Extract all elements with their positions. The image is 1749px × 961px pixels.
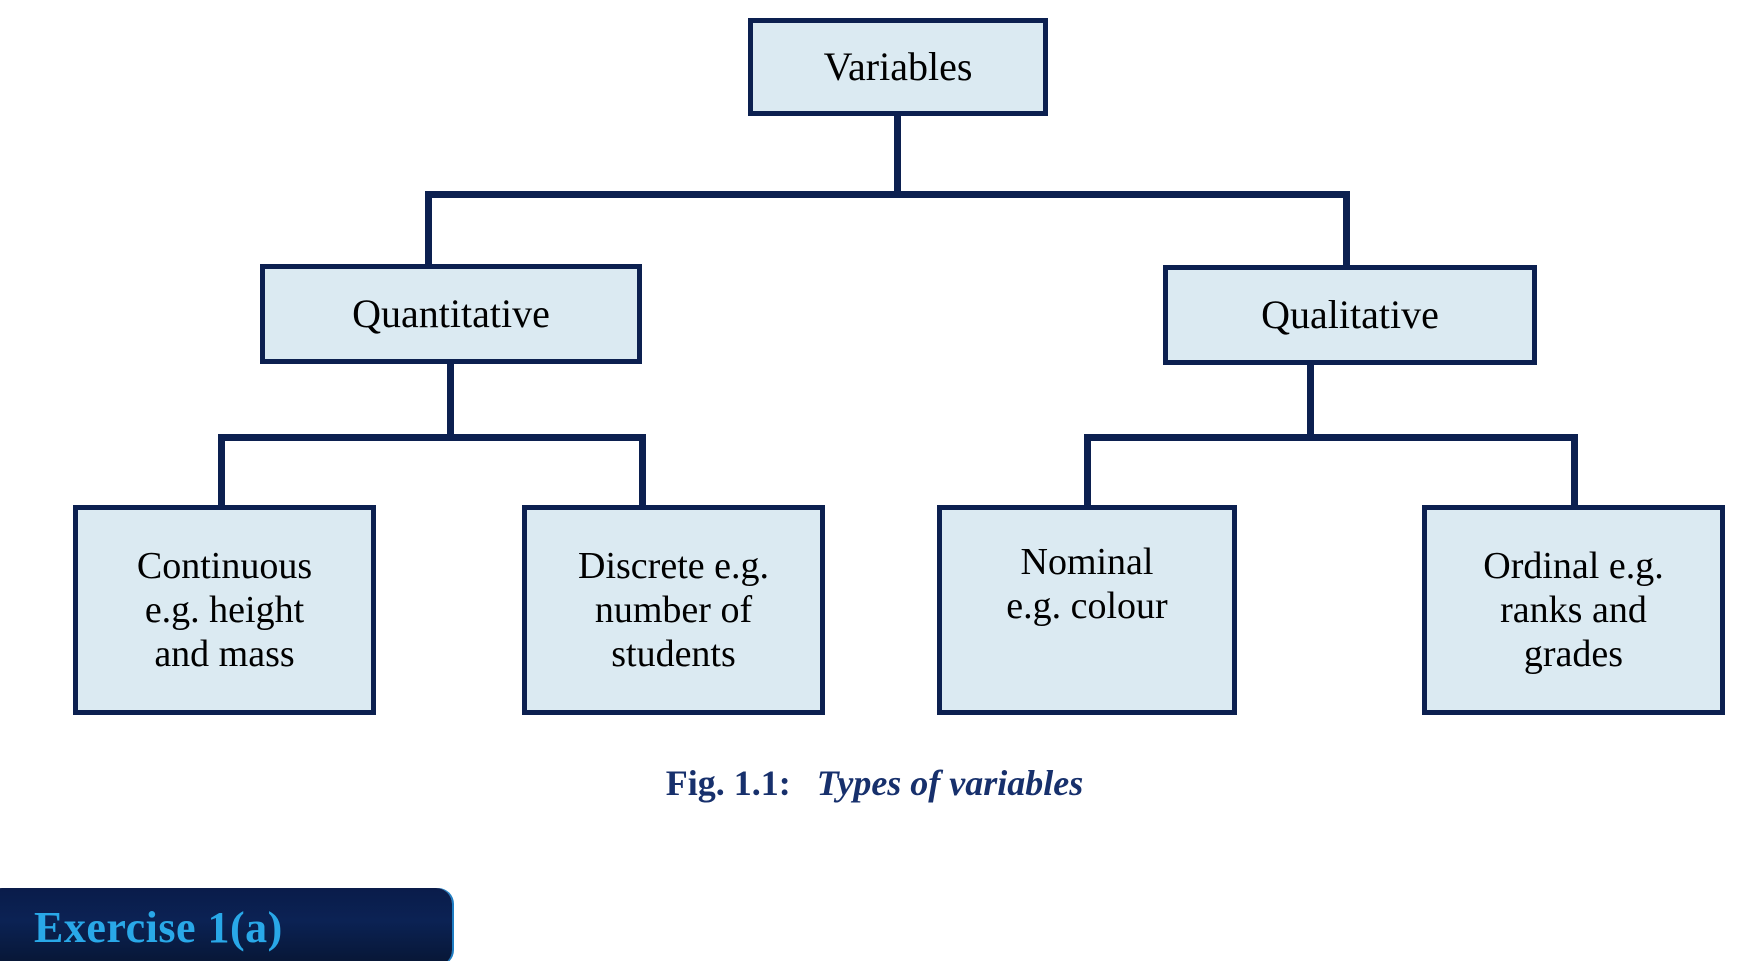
node-quantitative-label: Quantitative xyxy=(352,290,550,336)
connector-drop-ordinal xyxy=(1571,434,1578,508)
node-continuous-label: Continuous e.g. height and mass xyxy=(136,544,313,676)
connector-drop-continuous xyxy=(218,434,225,508)
connector-level1-bus xyxy=(425,191,1350,198)
figure-caption: Fig. 1.1: Types of variables xyxy=(0,762,1749,804)
connector-drop-discrete xyxy=(639,434,646,508)
node-variables-label: Variables xyxy=(823,43,973,89)
connector-quantitative-stem xyxy=(447,362,454,440)
exercise-banner-label: Exercise 1(a) xyxy=(34,902,283,952)
node-qualitative-label: Qualitative xyxy=(1261,291,1439,337)
connector-drop-nominal xyxy=(1084,434,1091,508)
node-nominal: Nominal e.g. colour xyxy=(937,505,1237,715)
node-discrete: Discrete e.g. number of students xyxy=(522,505,825,715)
figure-caption-title: Types of variables xyxy=(816,763,1084,803)
node-discrete-label: Discrete e.g. number of students xyxy=(578,544,769,676)
connector-right-bus xyxy=(1084,434,1578,441)
node-nominal-label: Nominal e.g. colour xyxy=(1006,540,1168,627)
node-variables: Variables xyxy=(748,18,1048,116)
node-continuous: Continuous e.g. height and mass xyxy=(73,505,376,715)
node-ordinal-label: Ordinal e.g. ranks and grades xyxy=(1483,544,1664,676)
connector-drop-qualitative xyxy=(1343,191,1350,268)
node-qualitative: Qualitative xyxy=(1163,265,1537,365)
connector-left-bus xyxy=(218,434,646,441)
node-quantitative: Quantitative xyxy=(260,264,642,364)
connector-root-stem xyxy=(894,116,901,198)
exercise-banner: Exercise 1(a) xyxy=(0,888,452,961)
connector-qualitative-stem xyxy=(1307,363,1314,440)
node-ordinal: Ordinal e.g. ranks and grades xyxy=(1422,505,1725,715)
figure-caption-number: Fig. 1.1: xyxy=(665,763,791,803)
connector-drop-quantitative xyxy=(425,191,432,267)
